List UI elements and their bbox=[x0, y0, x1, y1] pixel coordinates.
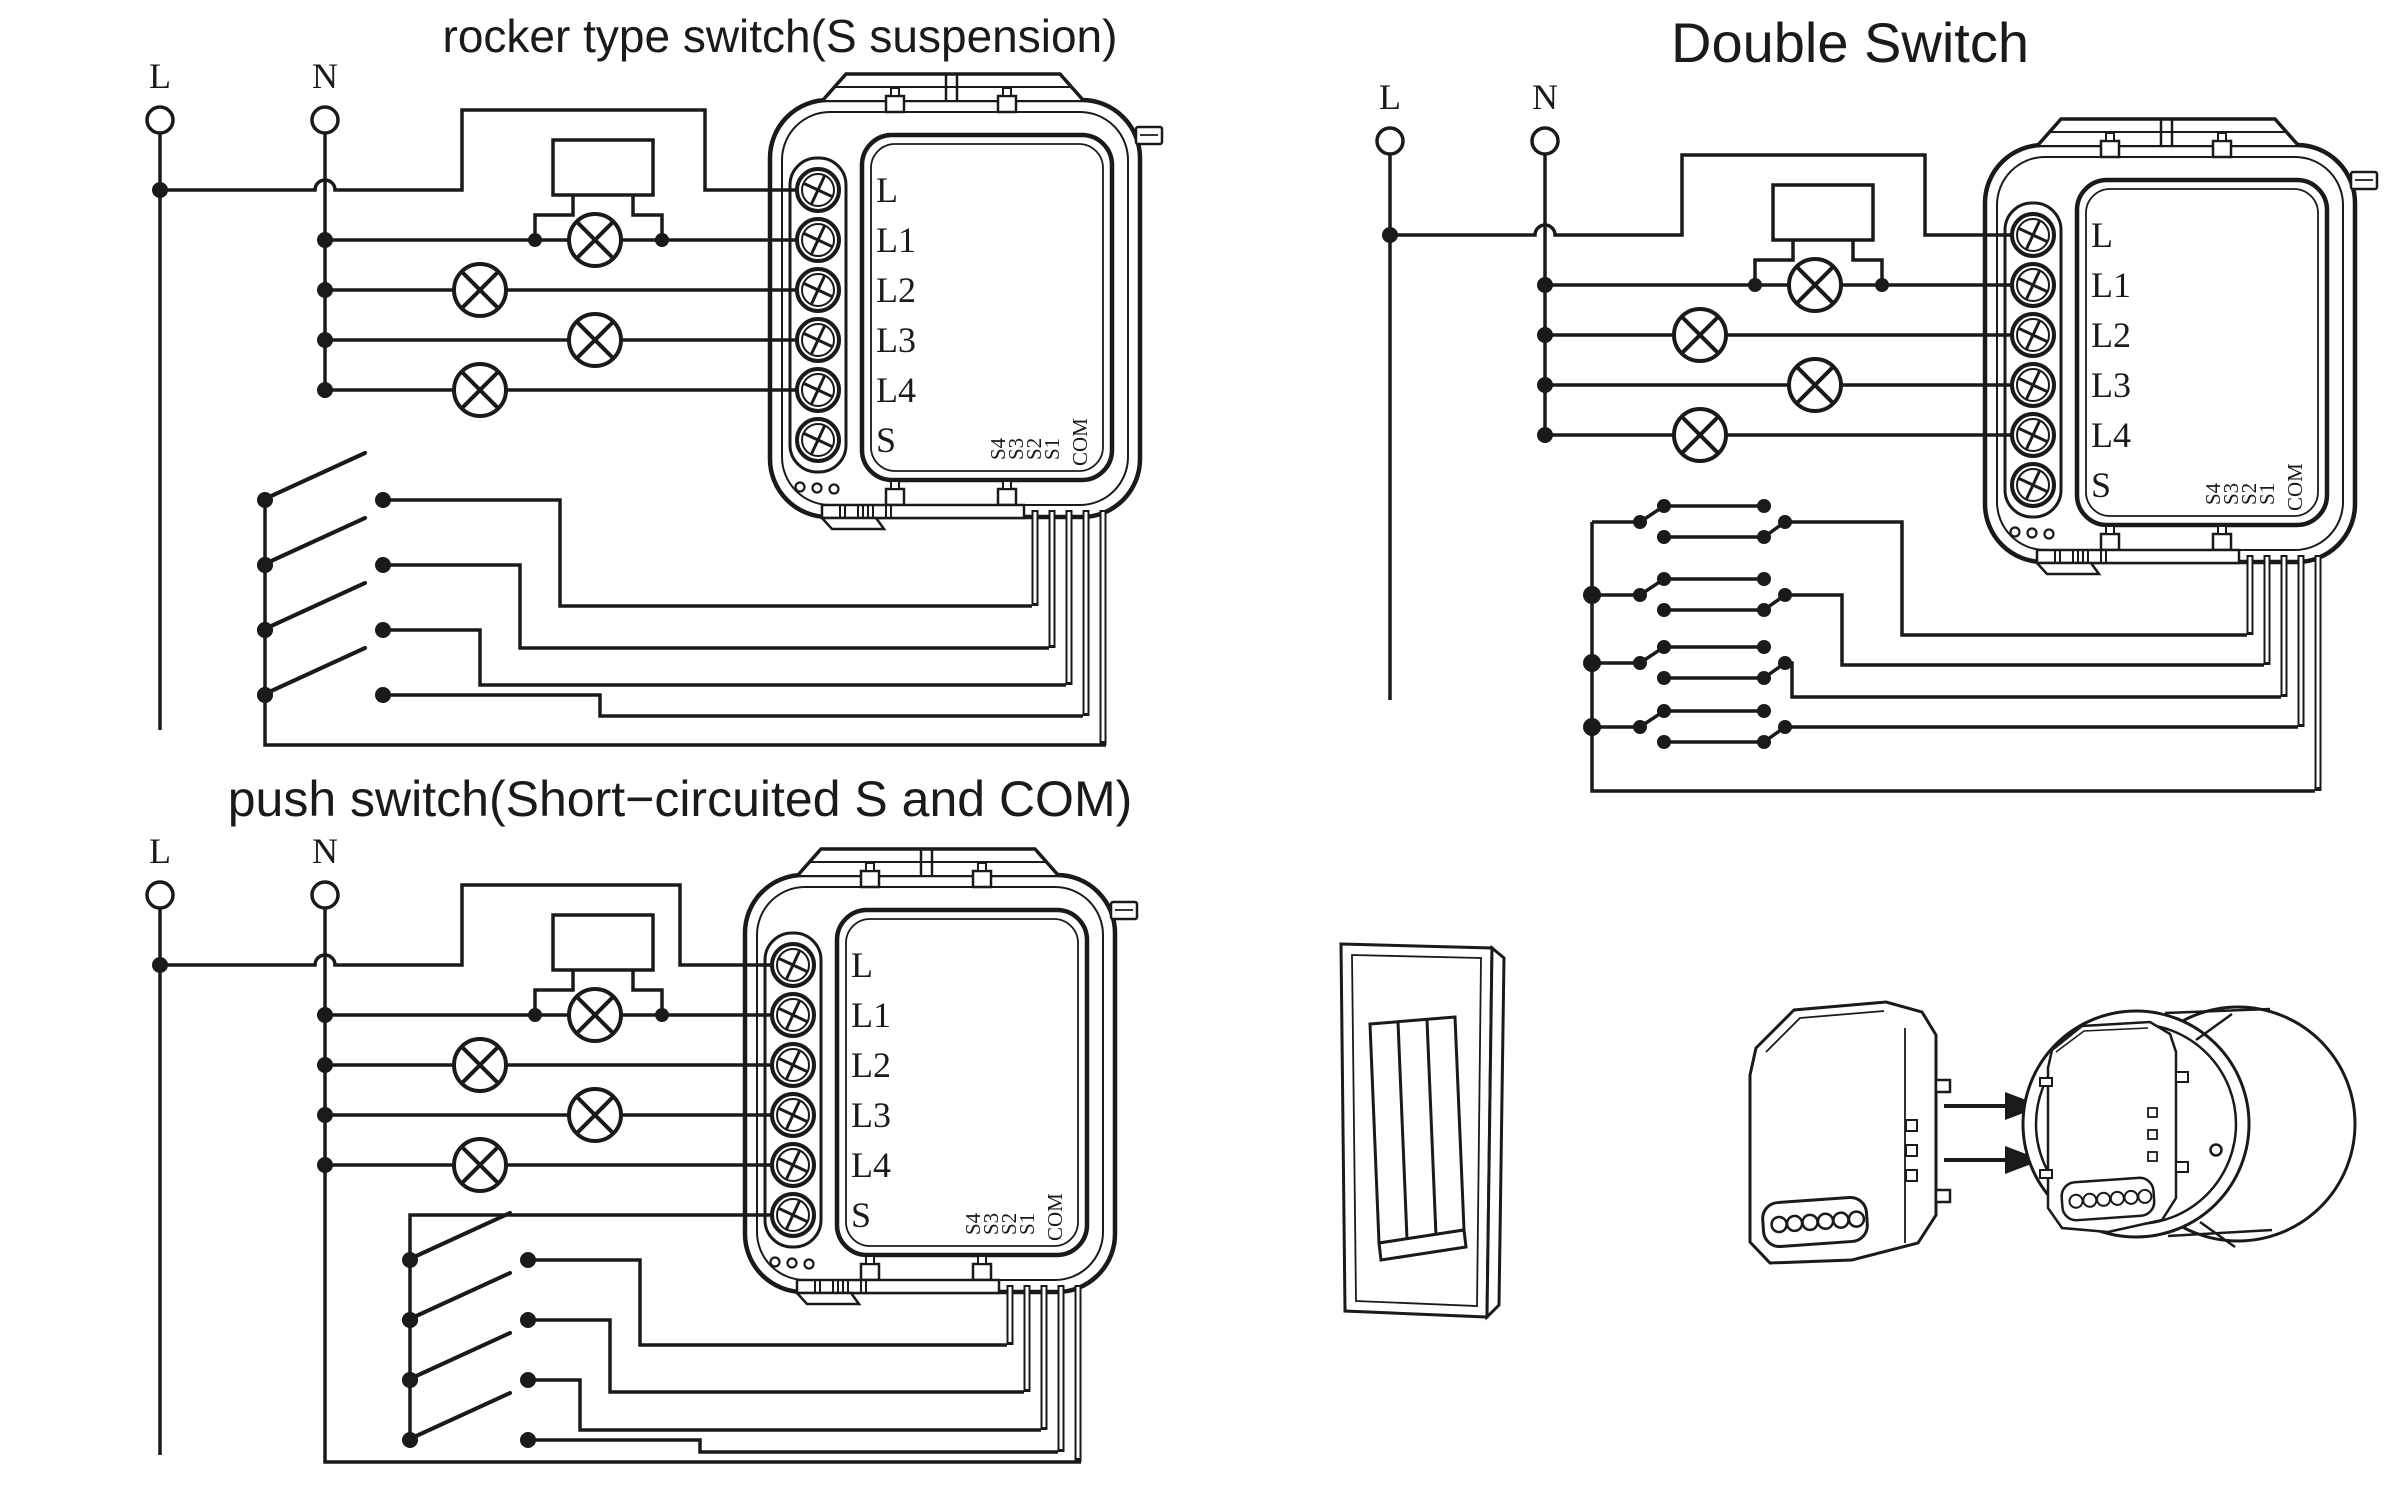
svg-text:L1: L1 bbox=[876, 220, 916, 260]
module-terminal-labels: L L1 L2 L3 L4 S bbox=[2091, 215, 2131, 505]
svg-text:COM: COM bbox=[1043, 1193, 1067, 1241]
svg-text:L: L bbox=[876, 170, 898, 210]
relay-module bbox=[745, 849, 1137, 1304]
lamp-4 bbox=[452, 362, 508, 418]
module-3d bbox=[1748, 1000, 1952, 1265]
svg-text:L4: L4 bbox=[851, 1145, 891, 1185]
clip-tab bbox=[1934, 1078, 1952, 1094]
neutral-terminal bbox=[310, 880, 340, 910]
svg-text:S4: S4 bbox=[2201, 482, 2225, 505]
diagram-push-switch: push switch(Short−circuited S and COM) L… bbox=[145, 771, 1137, 1464]
diagram-title: Double Switch bbox=[1671, 11, 2029, 74]
svg-text:S3: S3 bbox=[1004, 438, 1028, 460]
svg-text:L1: L1 bbox=[851, 995, 891, 1035]
two-way-switch-1 bbox=[1590, 497, 1794, 546]
diagram-double-switch: Double Switch L N bbox=[1375, 11, 2377, 793]
circuit-wires bbox=[1388, 153, 2315, 793]
svg-text:L2: L2 bbox=[2091, 315, 2131, 355]
clip-tab bbox=[1934, 1188, 1952, 1204]
live-label: L bbox=[149, 56, 171, 96]
module-terminal-labels: L L1 L2 L3 L4 S bbox=[876, 170, 916, 460]
module-wire-bundle bbox=[1006, 1285, 1082, 1462]
svg-text:S3: S3 bbox=[979, 1213, 1003, 1235]
svg-text:L2: L2 bbox=[876, 270, 916, 310]
lamp-1 bbox=[567, 212, 623, 268]
live-terminal bbox=[1375, 126, 1405, 156]
svg-text:L4: L4 bbox=[2091, 415, 2131, 455]
switch-1 bbox=[255, 451, 393, 510]
svg-text:L4: L4 bbox=[876, 370, 916, 410]
lamp-1 bbox=[567, 987, 623, 1043]
svg-text:L2: L2 bbox=[851, 1045, 891, 1085]
svg-text:L1: L1 bbox=[2091, 265, 2131, 305]
module-signal-labels: S4 S3 S2 S1 COM bbox=[986, 418, 1092, 466]
module-wire-bundle bbox=[1031, 510, 1107, 745]
svg-text:S1: S1 bbox=[1015, 1213, 1039, 1235]
neutral-terminal bbox=[1530, 126, 1560, 156]
relay-module bbox=[1985, 119, 2377, 574]
lamp-3 bbox=[567, 312, 623, 368]
svg-text:L: L bbox=[851, 945, 873, 985]
svg-text:S: S bbox=[851, 1195, 871, 1235]
svg-text:L: L bbox=[2091, 215, 2113, 255]
module-signal-labels: S4 S3 S2 S1 COM bbox=[961, 1193, 1067, 1241]
live-label: L bbox=[1379, 77, 1401, 117]
svg-text:S1: S1 bbox=[1040, 438, 1064, 460]
round-junction-box bbox=[2021, 1005, 2357, 1249]
lamp-2 bbox=[1672, 307, 1728, 363]
neutral-terminal bbox=[310, 105, 340, 135]
svg-text:S: S bbox=[2091, 465, 2111, 505]
switch-2 bbox=[400, 1271, 538, 1330]
lamp-1 bbox=[1787, 257, 1843, 313]
circuit-wires bbox=[158, 108, 1106, 747]
switch-1 bbox=[400, 1211, 538, 1270]
live-terminal bbox=[145, 880, 175, 910]
switch-2 bbox=[255, 516, 393, 575]
diagram-title: push switch(Short−circuited S and COM) bbox=[228, 771, 1133, 827]
terminal-block-3d bbox=[1761, 1196, 1869, 1248]
neutral-label: N bbox=[312, 56, 338, 96]
two-way-switch-4 bbox=[1590, 702, 1794, 751]
lamp-4 bbox=[452, 1137, 508, 1193]
lamp-2 bbox=[452, 262, 508, 318]
diagram-title: rocker type switch(S suspension) bbox=[443, 10, 1118, 62]
live-label: L bbox=[149, 831, 171, 871]
svg-text:S2: S2 bbox=[1022, 438, 1046, 460]
switch-4 bbox=[400, 1391, 538, 1450]
module-signal-labels: S4 S3 S2 S1 COM bbox=[2201, 463, 2307, 511]
svg-text:S4: S4 bbox=[986, 437, 1010, 460]
svg-text:L3: L3 bbox=[876, 320, 916, 360]
live-terminal bbox=[145, 105, 175, 135]
svg-text:L3: L3 bbox=[851, 1095, 891, 1135]
svg-text:S3: S3 bbox=[2219, 483, 2243, 505]
svg-text:L3: L3 bbox=[2091, 365, 2131, 405]
switch-3 bbox=[255, 581, 393, 640]
wall-switch-plate bbox=[1339, 942, 1506, 1321]
lamp-2 bbox=[452, 1037, 508, 1093]
svg-text:S2: S2 bbox=[2237, 483, 2261, 505]
svg-text:S1: S1 bbox=[2255, 483, 2279, 505]
neutral-label: N bbox=[1532, 77, 1558, 117]
module-wire-bundle bbox=[2246, 555, 2322, 791]
diagram-rocker-type: rocker type switch(S suspension) L N bbox=[145, 10, 1162, 747]
two-way-switch-2 bbox=[1590, 570, 1794, 619]
two-way-switch-3 bbox=[1590, 638, 1794, 687]
installation-illustration bbox=[1339, 942, 2357, 1321]
svg-text:S4: S4 bbox=[961, 1212, 985, 1235]
lamp-3 bbox=[1787, 357, 1843, 413]
switch-3 bbox=[400, 1331, 538, 1390]
switch-4 bbox=[255, 646, 393, 705]
neutral-label: N bbox=[312, 831, 338, 871]
svg-text:COM: COM bbox=[1068, 418, 1092, 466]
svg-text:S2: S2 bbox=[997, 1213, 1021, 1235]
module-terminal-labels: L L1 L2 L3 L4 S bbox=[851, 945, 891, 1235]
svg-text:S: S bbox=[876, 420, 896, 460]
lamp-3 bbox=[567, 1087, 623, 1143]
circuit-wires bbox=[158, 883, 1081, 1464]
relay-module bbox=[770, 74, 1162, 529]
svg-text:COM: COM bbox=[2283, 463, 2307, 511]
lamp-4 bbox=[1672, 407, 1728, 463]
